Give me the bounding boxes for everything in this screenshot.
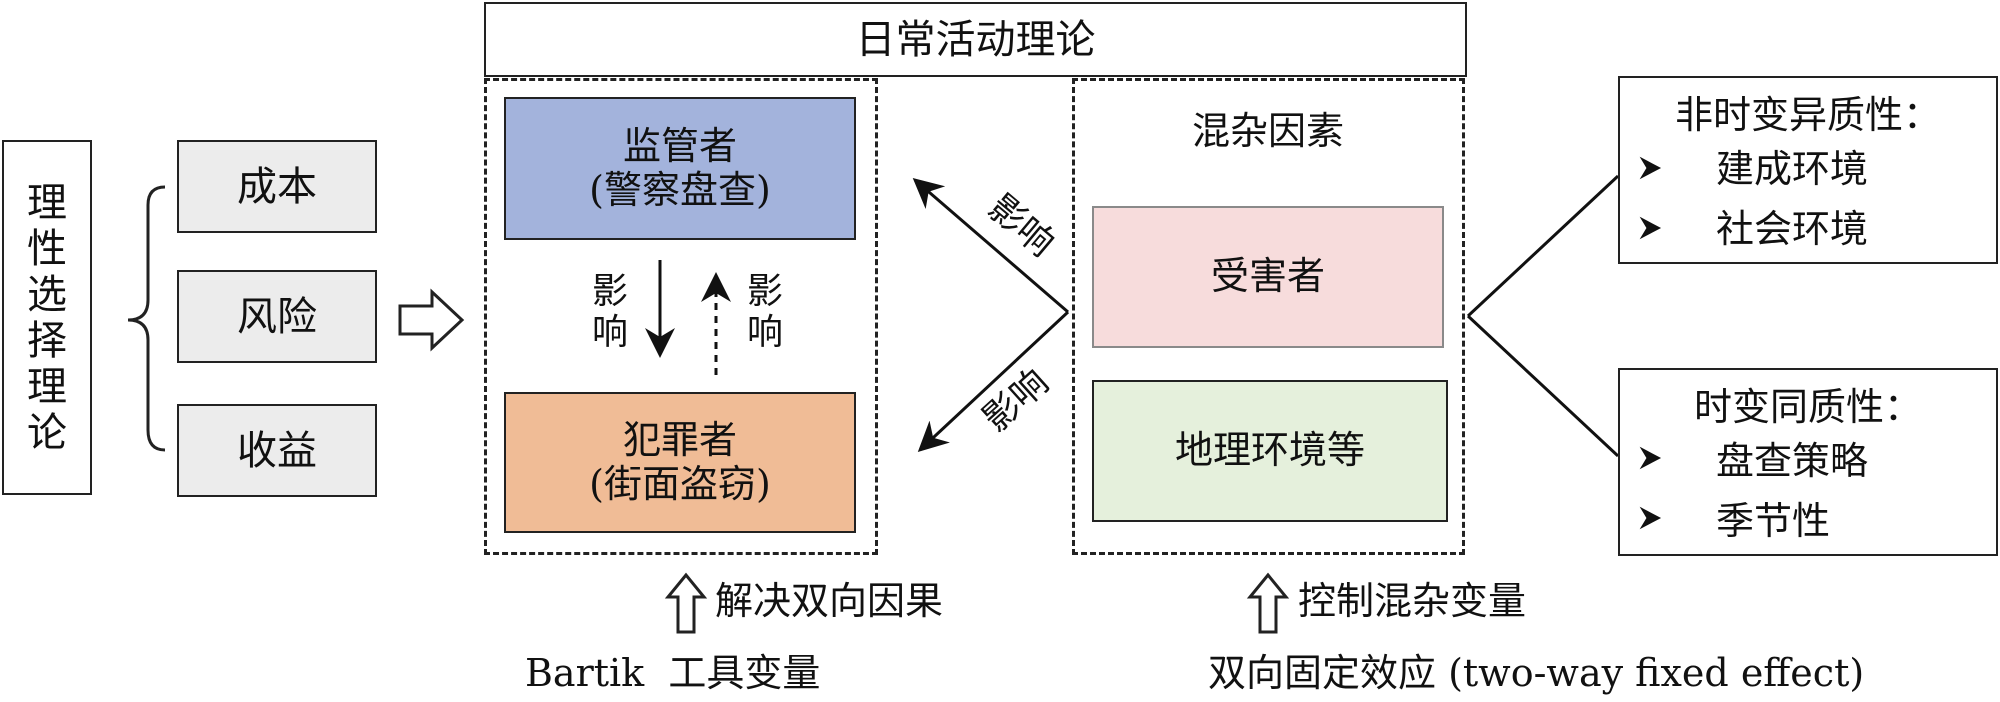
rc-char-6: 论 (27, 409, 67, 456)
rc-char-5: 理 (27, 363, 67, 410)
factor-risk-box: 风险 (177, 270, 377, 363)
time-variant-title: 时变同质性： (1693, 385, 1922, 429)
seasonality-label: 季节性 (1716, 499, 1831, 543)
built-environment-label: 建成环境 (1716, 147, 1869, 191)
left-brace-icon (127, 185, 166, 452)
supervisor-label: 监管者 (622, 123, 737, 168)
hollow-up-arrow-icon (664, 572, 708, 634)
resolve-reverse-causality-label: 解决双向因果 (715, 579, 944, 623)
offender-label: 犯罪者 (622, 417, 737, 462)
two-way-fixed-effect-label: 双向固定效应 (two-way fixed effect) (1208, 651, 1865, 695)
geo-environment-box: 地理环境等 (1092, 380, 1448, 522)
social-environment-label: 社会环境 (1716, 207, 1869, 251)
factor-benefit-label: 收益 (237, 427, 317, 474)
time-invariant-title: 非时变异质性： (1674, 93, 1941, 137)
fan-line-upper (1466, 174, 1620, 318)
hollow-up-arrow-icon (1246, 572, 1290, 634)
factor-risk-label: 风险 (237, 293, 317, 340)
influence-label-down: 影 响 (591, 270, 628, 353)
rc-char-1: 理 (27, 179, 67, 226)
factor-cost-label: 成本 (237, 163, 317, 210)
time-variant-box: 时变同质性： 盘查策略 季节性 (1618, 368, 1998, 556)
rc-char-2: 性 (27, 225, 67, 272)
confounders-dashed-container (1072, 78, 1465, 555)
routine-activity-title-box: 日常活动理论 (484, 2, 1467, 77)
factor-cost-box: 成本 (177, 140, 377, 233)
geo-environment-label: 地理环境等 (1174, 428, 1365, 473)
stop-strategy-label: 盘查策略 (1716, 439, 1869, 483)
fan-line-lower (1466, 314, 1620, 458)
bartik-instrument-label: Bartik 工具变量 (525, 651, 821, 695)
arrow-to-offender-icon (917, 310, 1070, 453)
victim-label: 受害者 (1210, 254, 1325, 299)
supervisor-sublabel: (警察盘查) (589, 167, 771, 212)
offender-sublabel: (街面盗窃) (589, 461, 771, 506)
supervisor-box: 监管者 (警察盘查) (504, 97, 856, 240)
time-invariant-box: 非时变异质性： 建成环境 社会环境 (1618, 76, 1998, 264)
rational-choice-theory-box: 理 性 选 择 理 论 (2, 140, 92, 495)
hollow-right-arrow-icon (398, 288, 465, 352)
control-confounders-label: 控制混杂变量 (1298, 579, 1527, 623)
victim-box: 受害者 (1092, 206, 1444, 348)
influence-label-up: 影 响 (746, 270, 783, 353)
confounders-title: 混杂因素 (1191, 109, 1344, 153)
offender-box: 犯罪者 (街面盗窃) (504, 392, 856, 533)
rc-char-4: 择 (27, 317, 67, 364)
actors-dashed-container (484, 78, 878, 555)
arrow-to-supervisor-icon (912, 178, 1069, 314)
arrowhead-bullet-icons (1639, 156, 1662, 530)
factor-benefit-box: 收益 (177, 404, 377, 497)
rc-char-3: 选 (27, 271, 67, 318)
routine-activity-title: 日常活动理论 (855, 16, 1096, 63)
